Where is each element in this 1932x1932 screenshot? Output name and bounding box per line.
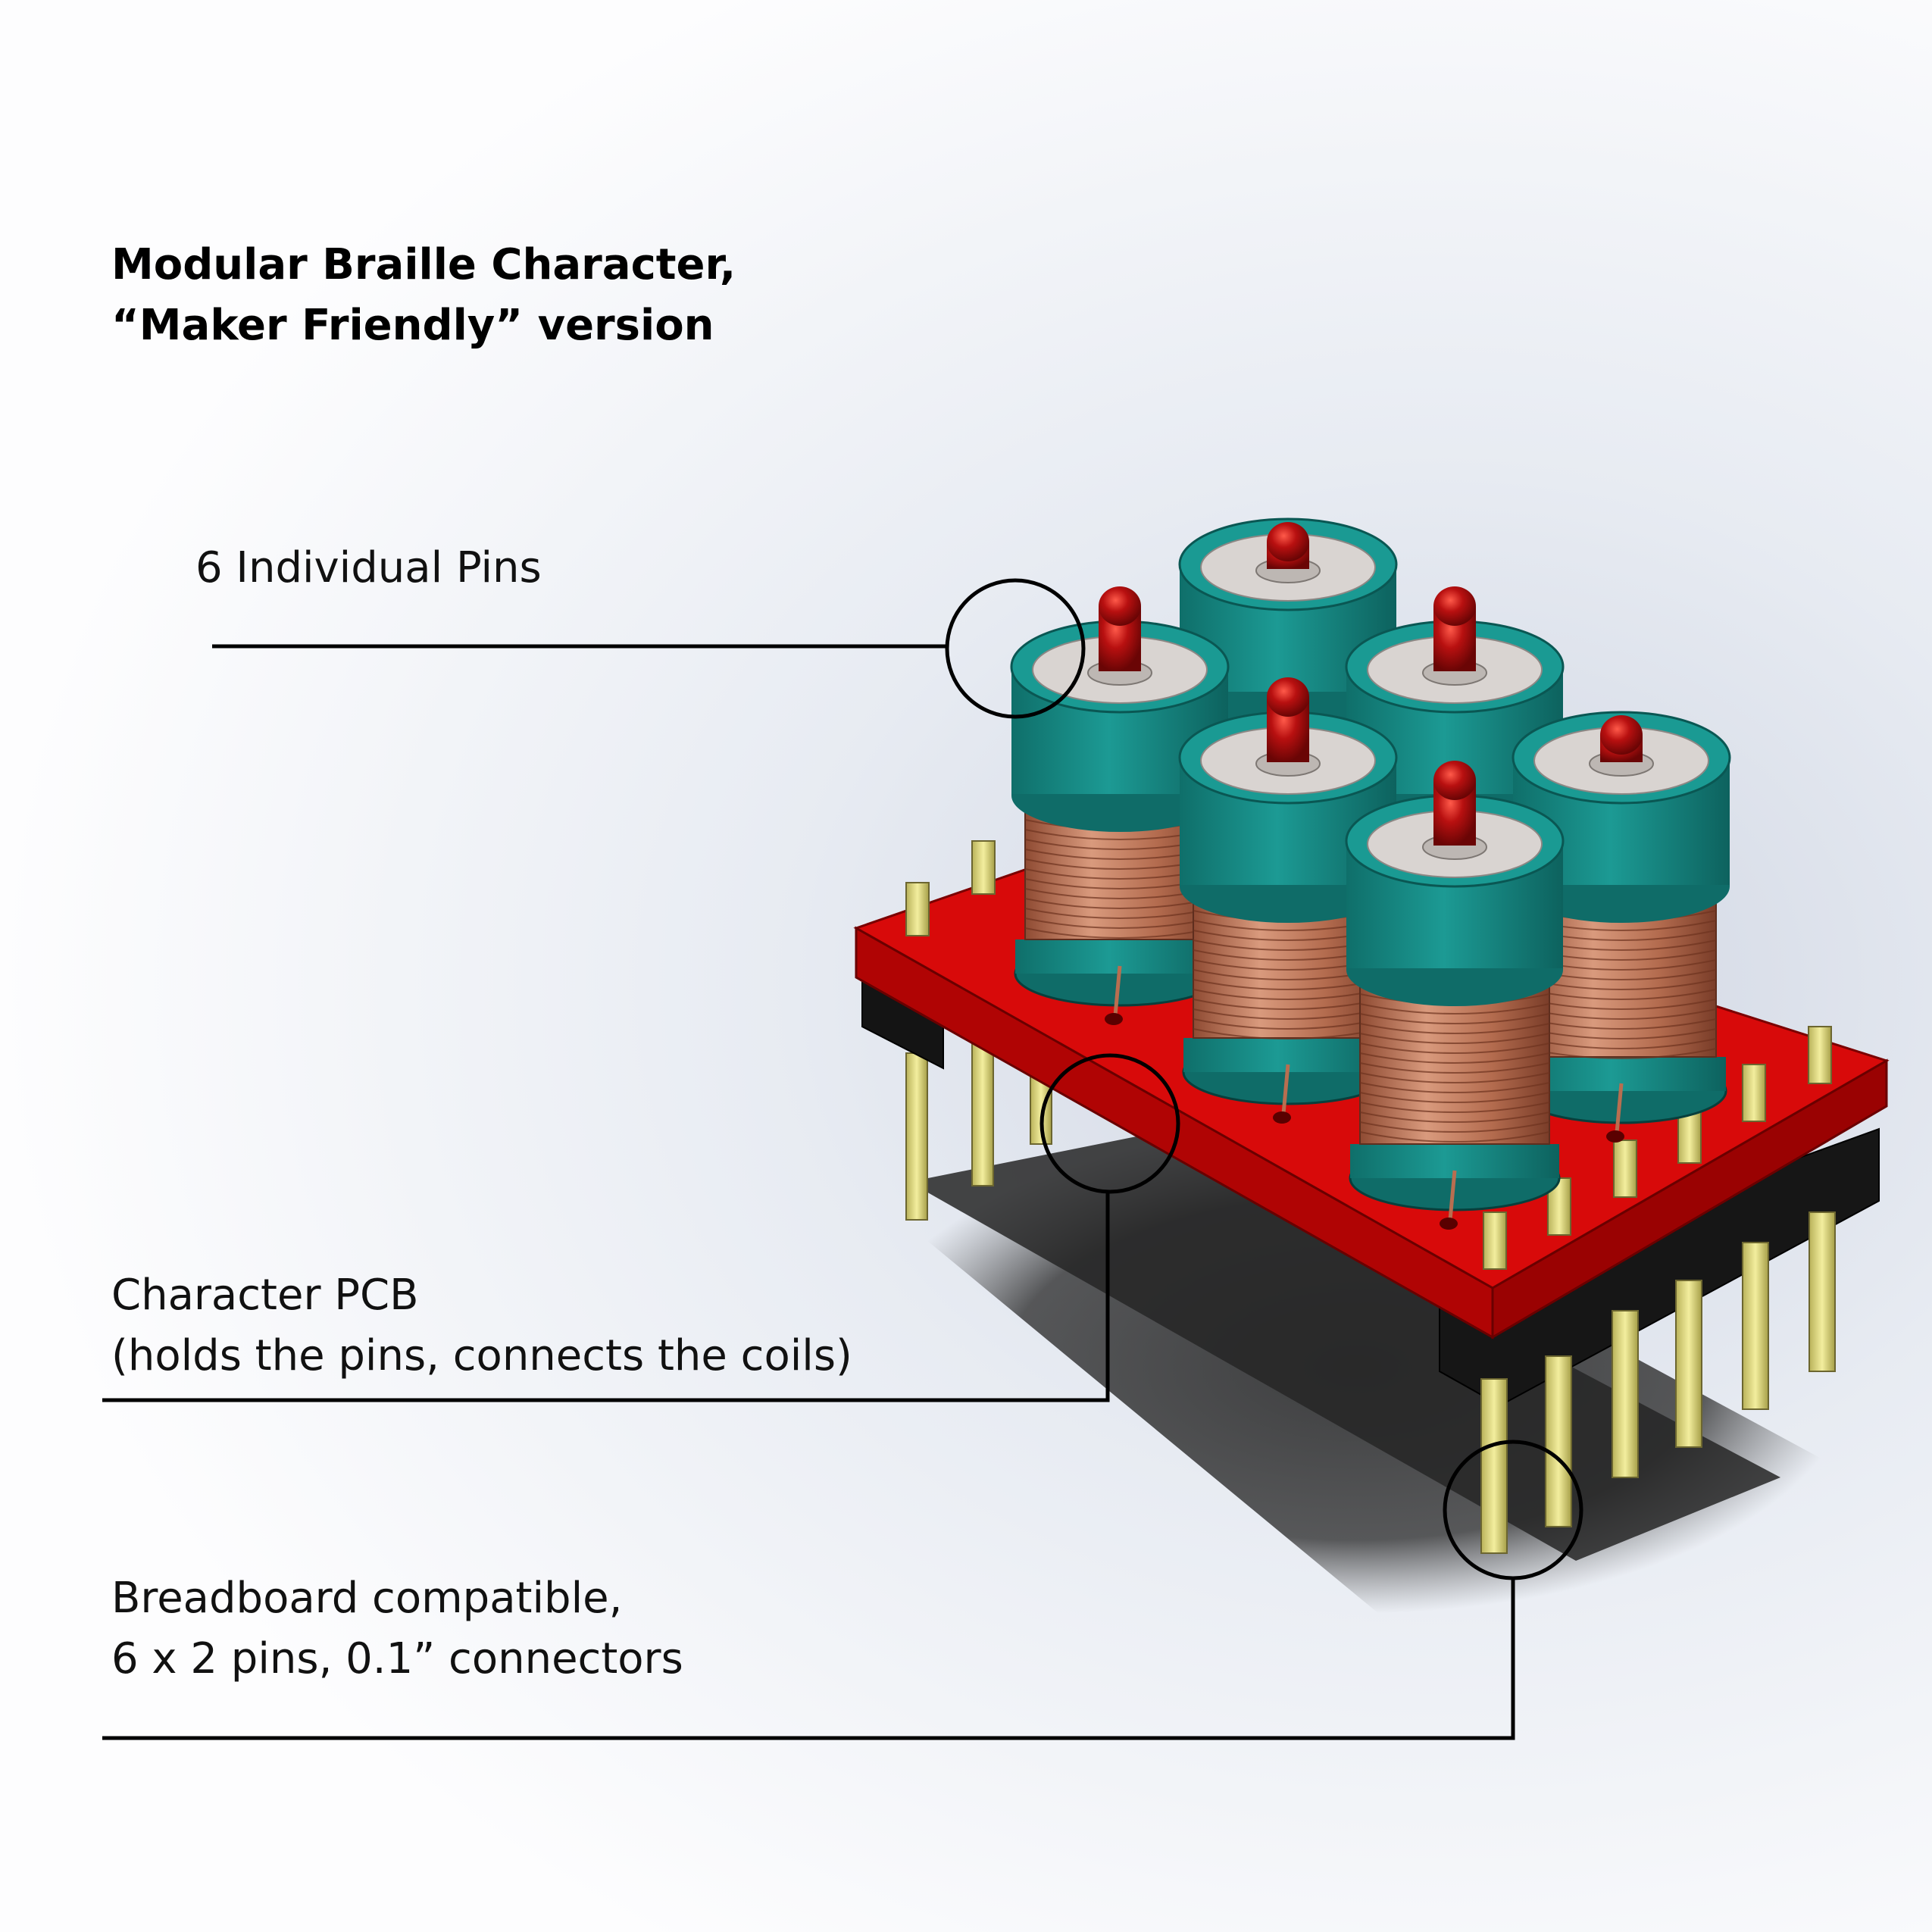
solenoid-back-left (1010, 586, 1230, 1025)
callout-circle-pcb (1039, 1053, 1180, 1194)
coil-turn (1359, 1082, 1550, 1093)
coil-turn (1193, 1018, 1383, 1030)
coil-turn (1526, 1028, 1717, 1039)
pcb-via-hole (1440, 1218, 1458, 1230)
coil-turn (1359, 1072, 1550, 1083)
coil-turn (1024, 918, 1215, 929)
braille-pin-tip (1600, 715, 1643, 755)
coil-turn (1526, 1008, 1717, 1020)
coil-turn (1359, 1003, 1550, 1014)
coil-lead-wire (1448, 1170, 1457, 1221)
braille-pin-tip (1433, 586, 1476, 626)
coil-turn (1526, 1038, 1717, 1049)
coil-turn (1526, 1018, 1717, 1030)
label-breadboard-connector-line-1: Breadboard compatible, (111, 1574, 623, 1623)
label-character-pcb: Character PCB (holds the pins, connects … (111, 1265, 852, 1386)
coil-turn (1359, 1121, 1550, 1133)
coil-turn (1359, 1033, 1550, 1044)
label-character-pcb-line-2: (holds the pins, connects the coils) (111, 1331, 852, 1380)
label-breadboard-connector: Breadboard compatible, 6 x 2 pins, 0.1” … (111, 1568, 683, 1690)
header-pins-front-row (1480, 1211, 1836, 1554)
coil-turn (1359, 1062, 1550, 1074)
solenoid-front (1345, 761, 1565, 1230)
callout-pins (212, 578, 1086, 719)
title-line-2: “Maker Friendly” version (111, 301, 714, 350)
pcb-side-right (1491, 1058, 1888, 1340)
callout-circle-pins (945, 578, 1086, 719)
label-individual-pins-text: 6 Individual Pins (195, 543, 542, 592)
braille-pin-tip (1099, 586, 1141, 626)
pcb-via-hole (1105, 1013, 1123, 1025)
coil-turn (1526, 999, 1717, 1010)
callout-connector (102, 1440, 1583, 1740)
coil-turn (1024, 908, 1215, 919)
braille-pin-tip (1267, 677, 1309, 717)
coil-turn (1359, 1092, 1550, 1103)
coil-turn (1359, 1043, 1550, 1054)
coil-turn (1359, 1111, 1550, 1123)
label-individual-pins: 6 Individual Pins (195, 538, 542, 599)
label-breadboard-connector-line-2: 6 x 2 pins, 0.1” connectors (111, 1634, 683, 1683)
pcb-via-hole (1606, 1130, 1624, 1143)
title-line-1: Modular Braille Character, (111, 240, 736, 289)
callout-line-connector (102, 1578, 1515, 1740)
coil-turn (1359, 1023, 1550, 1034)
callout-pcb (102, 1053, 1180, 1402)
coil-turn (1193, 1028, 1383, 1039)
coil-lead-wire (1615, 1083, 1624, 1133)
coil-turn (1526, 989, 1717, 1000)
coil-turn (1359, 1102, 1550, 1113)
coil-turn (1024, 898, 1215, 909)
coil-turn (1359, 1052, 1550, 1064)
braille-pin-tip (1267, 522, 1309, 561)
coil-turn (1359, 1131, 1550, 1143)
coil-lead-wire (1281, 1064, 1290, 1114)
pcb-via-hole (1273, 1111, 1291, 1124)
coil-turn (1024, 927, 1215, 939)
coil-turn (1193, 989, 1383, 1000)
diagram-title: Modular Braille Character, “Maker Friend… (111, 235, 945, 356)
coil-turn (1193, 1008, 1383, 1020)
coil-turn (1526, 1048, 1717, 1059)
coil-turn (1359, 1013, 1550, 1024)
label-character-pcb-line-1: Character PCB (111, 1271, 419, 1320)
braille-pin-tip (1433, 761, 1476, 800)
callout-line-pcb (102, 1192, 1110, 1402)
coil-turn (1193, 999, 1383, 1010)
coil-lead-wire (1113, 965, 1122, 1016)
